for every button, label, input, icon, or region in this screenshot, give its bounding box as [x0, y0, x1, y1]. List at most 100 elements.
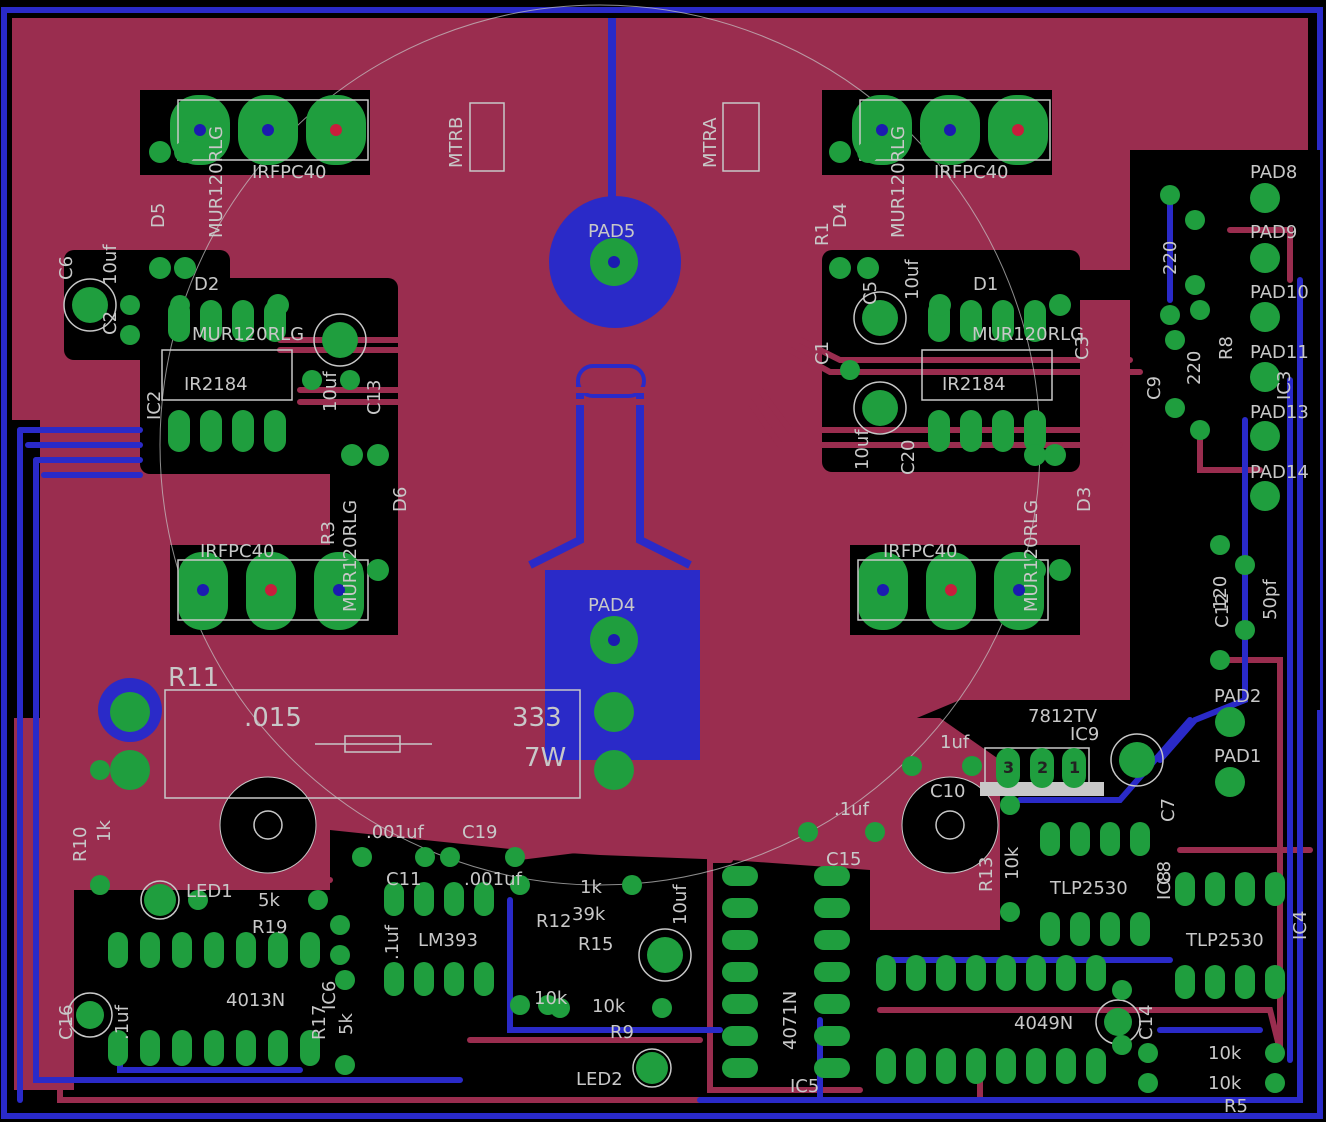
center-channel — [528, 380, 692, 569]
label-c10: C10 — [930, 781, 965, 802]
label-c2: C2 — [100, 311, 121, 335]
label-r15: R15 — [578, 934, 613, 955]
label-001uf-a: .001uf — [366, 822, 424, 843]
label-mur-tl: MUR120RLG — [206, 126, 227, 238]
label-lm393: LM393 — [418, 930, 478, 951]
label-10k-d: 10k — [1208, 1043, 1242, 1064]
label-ic9: IC9 — [1070, 724, 1099, 745]
mount-hole-right — [901, 776, 999, 874]
label-1k-a: 1k — [94, 820, 115, 842]
label-ic2: IC2 — [144, 391, 165, 420]
label-c15: C15 — [826, 849, 861, 870]
label-irfpc40-tl: IRFPC40 — [252, 162, 327, 183]
label-10k-a: 10k — [534, 988, 568, 1009]
label-mur-bl: MUR120RLG — [340, 500, 361, 612]
label-ic6: IC6 — [319, 981, 340, 1010]
label-pad2: PAD2 — [1214, 686, 1261, 707]
label-d5: D5 — [148, 203, 169, 228]
label-mur-br: MUR120RLG — [1021, 500, 1042, 612]
label-pad5: PAD5 — [588, 221, 635, 242]
label-333: 333 — [512, 703, 562, 733]
label-c19: C19 — [462, 822, 497, 843]
label-pin1: 1 — [1069, 758, 1080, 777]
through-hole-pads — [90, 141, 1285, 1093]
mtrb-outline — [469, 102, 505, 172]
label-irfpc40-br: IRFPC40 — [883, 541, 958, 562]
label-mtrb: MTRB — [446, 117, 467, 168]
label-120: 120 — [1210, 576, 1231, 610]
label-pad13: PAD13 — [1250, 402, 1309, 423]
label-10uf-b: 10uf — [320, 371, 341, 412]
large-pads — [98, 183, 1280, 1084]
label-c16: C16 — [56, 1005, 77, 1040]
label-c11: C11 — [386, 869, 421, 890]
label-pad8: PAD8 — [1250, 162, 1297, 183]
label-5k-a: 5k — [258, 890, 280, 911]
label-d6: D6 — [390, 487, 411, 512]
label-ic4: IC4 — [1290, 911, 1311, 940]
mount-hole-left-inner — [253, 810, 283, 840]
label-pin3: 3 — [1003, 758, 1014, 777]
label-r5: R5 — [1224, 1096, 1248, 1117]
bottom-traces — [17, 197, 1303, 1103]
label-ir2184-left: IR2184 — [184, 374, 248, 395]
label-1uf-c: .1uf — [382, 924, 403, 960]
label-d2: D2 — [194, 274, 219, 295]
label-led2: LED2 — [576, 1069, 623, 1090]
electrolytic-caps — [63, 278, 1164, 1045]
label-c13: C13 — [364, 380, 385, 415]
label-d1: D1 — [973, 274, 998, 295]
label-mur-l: MUR120RLG — [192, 324, 304, 345]
label-tlp2530-a: TLP2530 — [1049, 878, 1128, 899]
label-mur-tr: MUR120RLG — [888, 126, 909, 238]
label-ic5: IC5 — [790, 1076, 819, 1097]
dip-pads — [108, 822, 1285, 1084]
led1-outline — [140, 880, 180, 920]
label-50pf: 50pf — [1260, 579, 1281, 620]
label-irfpc40-bl: IRFPC40 — [200, 541, 275, 562]
label-ir2184-right: IR2184 — [942, 374, 1006, 395]
mount-hole-right-inner — [935, 810, 965, 840]
label-r13: R13 — [976, 857, 997, 892]
r11-shunt-outline — [164, 689, 581, 799]
label-r9: R9 — [610, 1022, 634, 1043]
led2-outline — [632, 1048, 672, 1088]
label-d4: D4 — [830, 203, 851, 228]
label-irfpc40-tr: IRFPC40 — [934, 162, 1009, 183]
regulator-7812tv — [980, 747, 1104, 796]
label-pad1: PAD1 — [1214, 746, 1261, 767]
mtra-outline — [722, 102, 760, 172]
divider-top — [608, 18, 616, 218]
label-pad9: PAD9 — [1250, 222, 1297, 243]
label-c3: C3 — [1072, 336, 1093, 360]
label-r8: R8 — [1216, 336, 1237, 360]
top-copper-pour-bl — [14, 890, 74, 1090]
top-copper-pour-main — [12, 18, 1308, 860]
pad4-copper — [545, 570, 700, 760]
label-1k-b: 1k — [580, 877, 602, 898]
label-mtra: MTRA — [700, 117, 721, 168]
label-1uf-a: 1uf — [940, 732, 970, 753]
label-4049n: 4049N — [1014, 1013, 1073, 1034]
label-tlp2530-b: TLP2530 — [1185, 930, 1264, 951]
label-015: .015 — [244, 703, 302, 733]
label-10uf-e: 10uf — [670, 884, 691, 925]
irfpc40-tl — [170, 95, 369, 165]
label-c7: C7 — [1158, 798, 1179, 822]
label-10k-c: 10k — [1002, 846, 1023, 880]
irfpc40-tr — [852, 95, 1051, 165]
label-10uf-a: 10uf — [100, 244, 121, 285]
label-220-b: 220 — [1184, 351, 1205, 385]
label-pad10: PAD10 — [1250, 282, 1309, 303]
label-10uf-c: 10uf — [902, 259, 923, 300]
label-c6: C6 — [56, 256, 77, 280]
label-mur-r: MUR120RLG — [972, 324, 1084, 345]
label-led1: LED1 — [186, 881, 233, 902]
mount-hole-left — [219, 776, 317, 874]
label-r3: R3 — [318, 521, 339, 545]
label-ic8: IC8 — [1154, 871, 1175, 900]
label-5k-b: 5k — [336, 1013, 357, 1035]
label-10uf-d: 10uf — [852, 429, 873, 470]
ir2184-right-pads — [921, 300, 1053, 452]
